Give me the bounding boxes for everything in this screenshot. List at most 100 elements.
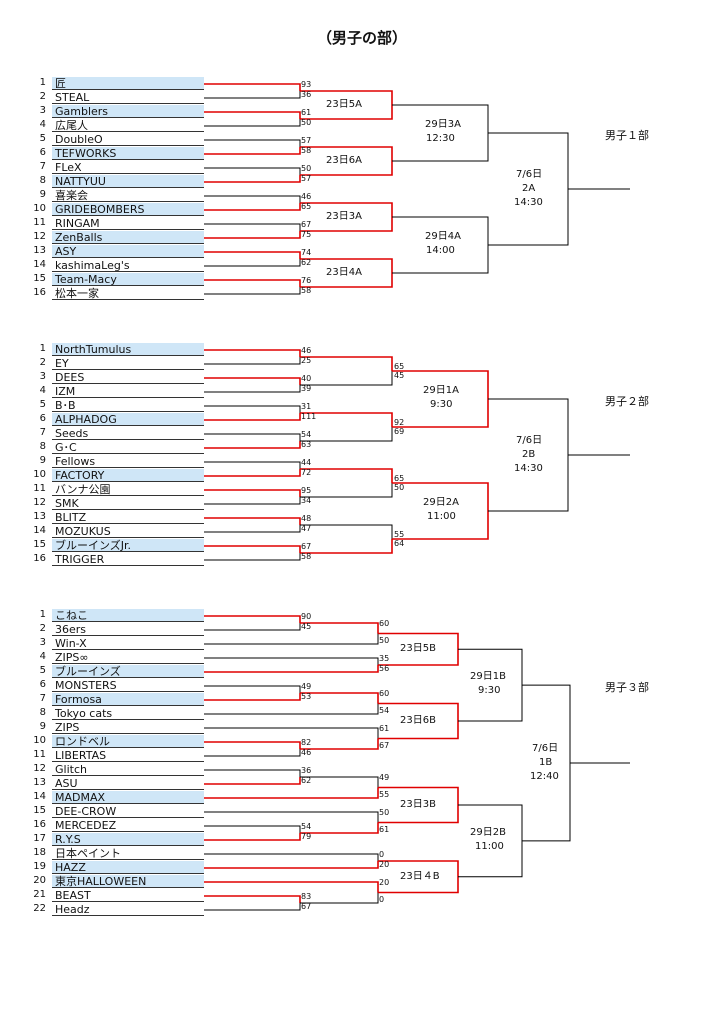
team-seed-number: 7 — [39, 161, 46, 172]
team-seed-number: 14 — [33, 259, 46, 270]
score: 31 — [301, 402, 312, 411]
team-seed-number: 14 — [33, 525, 46, 536]
team-name: MERCEDEZ — [52, 819, 204, 832]
team-name: MADMAX — [52, 791, 204, 804]
team-seed-number: 17 — [33, 833, 46, 844]
team-name: G･C — [52, 441, 204, 454]
score: 61 — [379, 724, 390, 733]
score: 75 — [301, 230, 312, 239]
team-name: Glitch — [52, 763, 204, 776]
team-name: B･B — [52, 399, 204, 412]
score: 25 — [301, 356, 312, 365]
team-name: 松本一家 — [52, 287, 204, 300]
score: 45 — [394, 371, 405, 380]
team-seed-number: 5 — [39, 133, 46, 144]
score: 50 — [301, 118, 312, 127]
score: 49 — [379, 773, 390, 782]
team-seed-number: 2 — [39, 623, 46, 634]
team-name: 東京HALLOWEEN — [52, 875, 204, 888]
score: 57 — [301, 174, 312, 183]
bracket-line — [300, 738, 379, 750]
team-name: ZenBalls — [52, 231, 204, 244]
bracket-line — [204, 139, 301, 147]
team-name: Seeds — [52, 427, 204, 440]
bracket-line — [204, 433, 301, 441]
bracket-line — [204, 657, 379, 665]
match-label: 29日1A — [423, 385, 459, 396]
bracket-line — [204, 91, 301, 99]
team-name: Team-Macy — [52, 273, 204, 286]
team-name: DEES — [52, 371, 204, 384]
score: 58 — [301, 146, 312, 155]
bracket-line — [204, 175, 301, 183]
bracket-line — [204, 461, 301, 469]
team-name: ALPHADOG — [52, 413, 204, 426]
champion-label: 男子３部 — [605, 681, 649, 695]
bracket-line — [204, 119, 301, 127]
match-label: 11:00 — [475, 840, 504, 852]
team-seed-number: 16 — [33, 287, 46, 298]
team-name: RINGAM — [52, 217, 204, 230]
score: 0 — [379, 850, 385, 859]
team-name: EY — [52, 357, 204, 370]
bracket-line — [204, 749, 301, 757]
score: 82 — [301, 738, 312, 747]
score: 20 — [379, 860, 390, 869]
bracket-line — [204, 469, 301, 477]
score: 67 — [301, 220, 312, 229]
score: 35 — [379, 654, 390, 663]
team-name: LIBERTAS — [52, 749, 204, 762]
score: 56 — [379, 664, 390, 673]
match-label: 23日4A — [326, 267, 362, 278]
team-seed-number: 15 — [33, 273, 46, 284]
match-label: 29日4A — [425, 231, 461, 242]
team-seed-number: 22 — [33, 903, 46, 914]
match-label: 29日3A — [425, 119, 461, 130]
team-name: DEE-CROW — [52, 805, 204, 818]
team-seed-number: 9 — [39, 455, 46, 466]
score: 67 — [379, 741, 390, 750]
score: 50 — [379, 808, 390, 817]
score: 40 — [301, 374, 312, 383]
bracket-line — [300, 692, 379, 704]
score: 50 — [394, 483, 405, 492]
score: 48 — [301, 514, 312, 523]
team-seed-number: 7 — [39, 427, 46, 438]
team-seed-number: 2 — [39, 357, 46, 368]
score: 57 — [301, 136, 312, 145]
team-seed-number: 8 — [39, 707, 46, 718]
score: 69 — [394, 427, 405, 436]
team-name: HAZZ — [52, 861, 204, 874]
team-name: BEAST — [52, 889, 204, 902]
score: 63 — [301, 440, 312, 449]
team-name: STEAL — [52, 91, 204, 104]
team-name: BLITZ — [52, 511, 204, 524]
match-label: 1B — [539, 757, 553, 768]
team-seed-number: 7 — [39, 693, 46, 704]
team-seed-number: 13 — [33, 511, 46, 522]
score: 72 — [301, 468, 312, 477]
bracket-line — [204, 769, 301, 777]
team-name: R.Y.S — [52, 833, 204, 846]
score: 60 — [379, 689, 390, 698]
match-label: 2A — [522, 183, 536, 194]
team-seed-number: 9 — [39, 189, 46, 200]
team-name: NATTYUU — [52, 175, 204, 188]
match-label: 23日6A — [326, 155, 362, 166]
team-seed-number: 6 — [39, 679, 46, 690]
team-name: 日本ペイント — [52, 847, 204, 860]
bracket-line — [204, 903, 301, 911]
match-label: 14:30 — [514, 197, 543, 208]
team-name: Tokyo cats — [52, 707, 204, 720]
team-seed-number: 3 — [39, 105, 46, 116]
score: 61 — [379, 825, 390, 834]
team-name: SMK — [52, 497, 204, 510]
team-name: ZIPS — [52, 721, 204, 734]
team-seed-number: 1 — [39, 77, 46, 88]
team-name: こねこ — [52, 609, 204, 622]
team-seed-number: 11 — [33, 749, 46, 760]
match-label: 14:00 — [426, 245, 455, 256]
team-name: TRIGGER — [52, 553, 204, 566]
bracket-line — [204, 441, 301, 449]
